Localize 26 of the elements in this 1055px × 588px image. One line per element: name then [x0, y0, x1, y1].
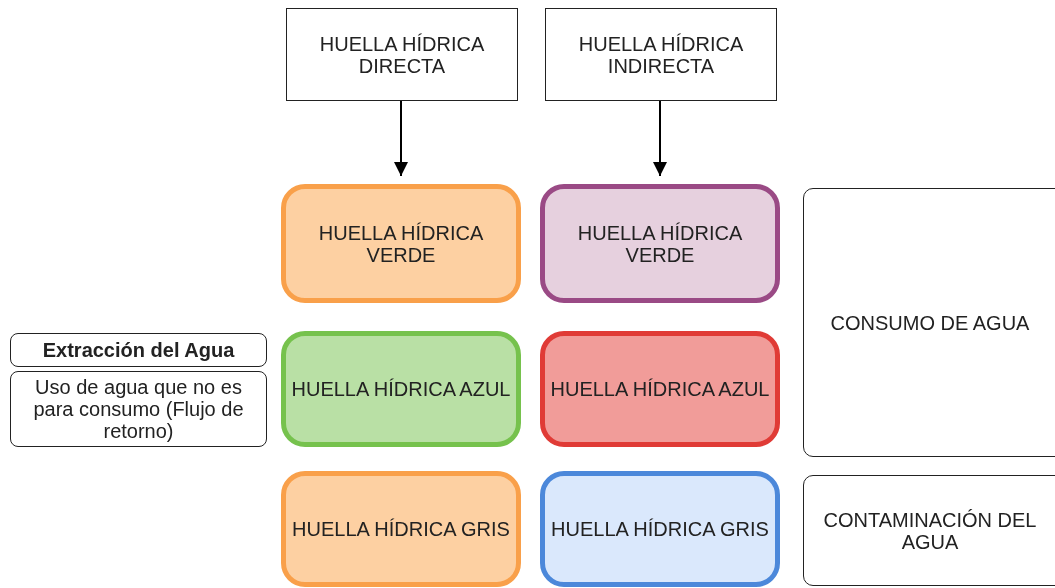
process-box	[545, 8, 777, 101]
box-label: HUELLA HÍDRICA INDIRECTA	[577, 32, 745, 77]
box-label: HUELLA HÍDRICA GRIS	[292, 518, 510, 540]
box-label: HUELLA HÍDRICA VERDE	[576, 221, 744, 266]
rounded-box	[10, 371, 267, 447]
box-label: HUELLA HÍDRICA VERDE	[317, 221, 485, 266]
rounded-box	[281, 331, 521, 447]
rounded-box	[281, 471, 521, 587]
box-label: HUELLA HÍDRICA AZUL	[550, 378, 770, 400]
rounded-box	[540, 331, 780, 447]
rounded-box	[281, 184, 521, 303]
process-box	[286, 8, 518, 101]
rounded-box	[540, 471, 780, 587]
rounded-box	[540, 184, 780, 303]
rounded-box	[10, 333, 267, 367]
box-label: Uso de agua que no es para consumo (Flujo de retorno)	[32, 376, 245, 442]
box-label: HUELLA HÍDRICA DIRECTA	[318, 32, 486, 77]
box-label: CONSUMO DE AGUA	[830, 311, 1030, 334]
arrow	[653, 100, 667, 177]
box-label: CONTAMINACIÓN DEL AGUA	[822, 508, 1038, 553]
arrow	[394, 100, 408, 177]
heading-text: Extracción del Agua	[42, 339, 235, 361]
rounded-box	[803, 188, 1055, 457]
rounded-box	[803, 475, 1055, 586]
box-label: HUELLA HÍDRICA GRIS	[551, 518, 769, 540]
box-label: HUELLA HÍDRICA AZUL	[291, 378, 511, 400]
